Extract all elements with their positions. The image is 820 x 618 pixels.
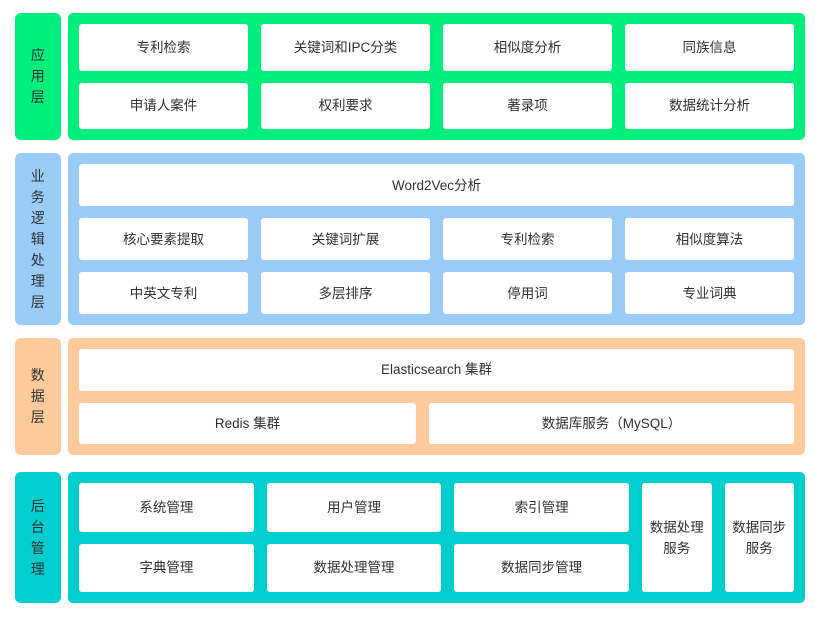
layer-application: 应用层 专利检索 关键词和IPC分类 相似度分析 同族信息 申请人案件 权利要求…: [15, 13, 805, 140]
card-row: 系统管理 用户管理 索引管理: [79, 483, 630, 532]
card-row: 专利检索 关键词和IPC分类 相似度分析 同族信息: [79, 24, 794, 71]
module-card[interactable]: 专利检索: [79, 24, 248, 71]
layer-panel-application: 专利检索 关键词和IPC分类 相似度分析 同族信息 申请人案件 权利要求 著录项…: [68, 13, 805, 140]
module-card[interactable]: 关键词和IPC分类: [261, 24, 430, 71]
module-card-word2vec[interactable]: Word2Vec分析: [79, 164, 794, 206]
layer-label-text: 数据层: [30, 367, 46, 425]
card-row: 核心要素提取 关键词扩展 专利检索 相似度算法: [79, 218, 794, 260]
module-card[interactable]: 数据处理管理: [266, 543, 442, 592]
module-card[interactable]: 字典管理: [79, 543, 254, 592]
module-card[interactable]: 专利检索: [443, 218, 612, 260]
card-row: Elasticsearch 集群: [79, 349, 794, 391]
module-card[interactable]: 同族信息: [625, 24, 794, 71]
layer-label-text: 后台管理: [30, 497, 46, 577]
layer-label-text: 应用层: [30, 47, 46, 105]
module-card[interactable]: 核心要素提取: [79, 218, 248, 260]
layer-data: 数据层 Elasticsearch 集群 Redis 集群 数据库服务（MySQ…: [15, 338, 805, 455]
module-card-redis[interactable]: Redis 集群: [79, 402, 416, 444]
admin-card-grid: 系统管理 用户管理 索引管理 字典管理 数据处理管理 数据同步管理 数据处理服务…: [79, 483, 794, 592]
module-card[interactable]: 关键词扩展: [261, 218, 430, 260]
module-card[interactable]: 用户管理: [266, 483, 442, 532]
card-row: Redis 集群 数据库服务（MySQL）: [79, 402, 794, 444]
module-card[interactable]: 申请人案件: [79, 82, 248, 129]
card-row: 字典管理 数据处理管理 数据同步管理: [79, 543, 630, 592]
admin-left-column: 系统管理 用户管理 索引管理 字典管理 数据处理管理 数据同步管理: [79, 483, 630, 592]
layer-label-text: 业务逻辑处理层: [30, 167, 46, 310]
module-card[interactable]: 数据同步管理: [454, 543, 630, 592]
module-card-data-process-service[interactable]: 数据处理服务: [642, 483, 712, 592]
card-row: Word2Vec分析: [79, 164, 794, 206]
card-row: 申请人案件 权利要求 著录项 数据统计分析: [79, 82, 794, 129]
layer-business-logic: 业务逻辑处理层 Word2Vec分析 核心要素提取 关键词扩展 专利检索 相似度…: [15, 153, 805, 325]
layer-panel-business-logic: Word2Vec分析 核心要素提取 关键词扩展 专利检索 相似度算法 中英文专利…: [68, 153, 805, 325]
admin-service-column: 数据处理服务 数据同步服务: [642, 483, 794, 592]
layer-admin: 后台管理 系统管理 用户管理 索引管理 字典管理 数据处理管理 数据同步管理: [15, 472, 805, 603]
module-card[interactable]: 系统管理: [79, 483, 254, 532]
module-card[interactable]: 专业词典: [625, 272, 794, 314]
layer-label-data: 数据层: [15, 338, 61, 455]
module-card[interactable]: 索引管理: [454, 483, 630, 532]
module-card[interactable]: 相似度算法: [625, 218, 794, 260]
module-card[interactable]: 相似度分析: [443, 24, 612, 71]
module-card[interactable]: 著录项: [443, 82, 612, 129]
module-card-elasticsearch[interactable]: Elasticsearch 集群: [79, 349, 794, 391]
module-card[interactable]: 权利要求: [261, 82, 430, 129]
layer-label-admin: 后台管理: [15, 472, 61, 603]
module-card[interactable]: 数据统计分析: [625, 82, 794, 129]
module-card-data-sync-service[interactable]: 数据同步服务: [724, 483, 794, 592]
layer-label-business-logic: 业务逻辑处理层: [15, 153, 61, 325]
module-card[interactable]: 多层排序: [261, 272, 430, 314]
module-card[interactable]: 中英文专利: [79, 272, 248, 314]
card-row: 中英文专利 多层排序 停用词 专业词典: [79, 272, 794, 314]
module-card-mysql[interactable]: 数据库服务（MySQL）: [429, 402, 794, 444]
layer-panel-admin: 系统管理 用户管理 索引管理 字典管理 数据处理管理 数据同步管理 数据处理服务…: [68, 472, 805, 603]
layer-label-application: 应用层: [15, 13, 61, 140]
layer-panel-data: Elasticsearch 集群 Redis 集群 数据库服务（MySQL）: [68, 338, 805, 455]
module-card[interactable]: 停用词: [443, 272, 612, 314]
